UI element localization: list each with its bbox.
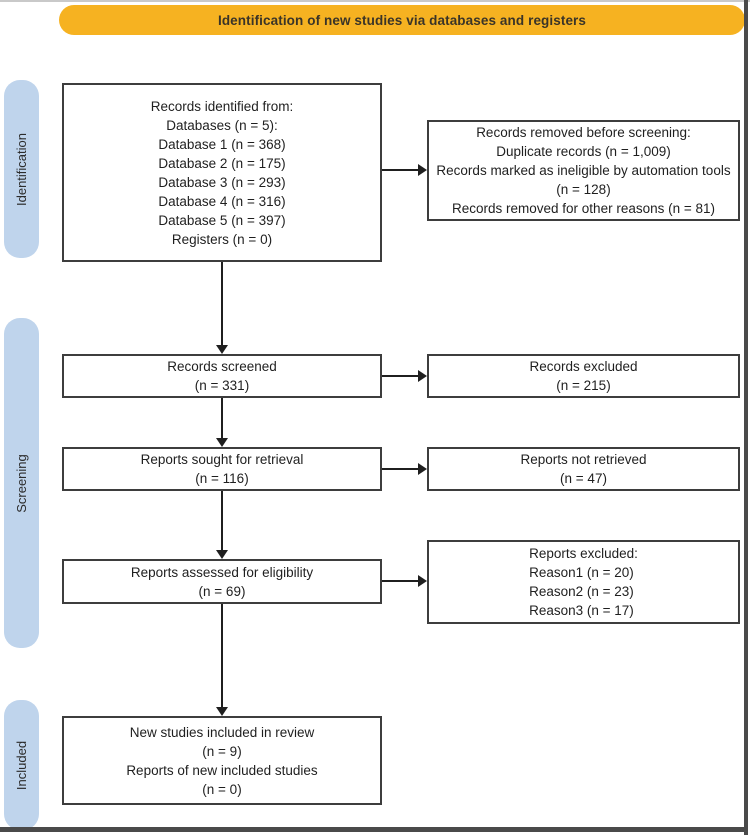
box-records-identified: Records identified from: Databases (n = 5…: [62, 83, 382, 262]
arrowhead-down-icon: [216, 438, 228, 447]
arrowhead-right-icon: [418, 370, 427, 382]
text-line: Reports assessed for eligibility: [130, 564, 314, 580]
stage-label-screening: Screening: [4, 318, 39, 648]
arrowhead-right-icon: [418, 463, 427, 475]
diagram-title-banner: Identification of new studies via databa…: [59, 5, 745, 35]
stage-label-included: Included: [4, 700, 39, 830]
text-line: Reason2 (n = 23): [529, 584, 634, 599]
text-line: Records screened: [167, 359, 277, 374]
connector-sought-to-assessed: [221, 491, 223, 551]
arrowhead-right-icon: [418, 575, 427, 587]
connector-assessed-to-reports-excluded: [382, 580, 419, 582]
box-text: Reports assessed for eligibility (n = 69): [70, 563, 374, 601]
text-line: Records identified from:: [150, 98, 294, 114]
text-line: Reports of new included studies: [126, 762, 318, 778]
connector-screened-to-sought: [221, 398, 223, 439]
text-line: Records marked as ineligible by automati…: [436, 163, 731, 197]
text-line: Reports sought for retrieval: [140, 452, 304, 467]
box-reports-assessed-for-eligibility: Reports assessed for eligibility (n = 69): [62, 559, 382, 604]
text-line: Reason3 (n = 17): [529, 603, 634, 618]
stage-label-identification: Identification: [4, 80, 39, 258]
text-line: Records removed before screening:: [476, 125, 691, 140]
text-line: Database 5 (n = 397): [158, 212, 286, 228]
text-line: (n = 215): [556, 378, 611, 393]
connector-screened-to-excluded: [382, 375, 419, 377]
connector-identified-to-screened: [221, 262, 223, 346]
box-new-studies-included: New studies included in review (n = 9) Rep…: [62, 716, 382, 805]
text-line: Databases (n = 5):: [166, 117, 278, 133]
text-line: (n = 69): [198, 583, 246, 599]
text-line: Records excluded: [529, 359, 638, 374]
text-line: New studies included in review: [129, 724, 315, 740]
connector-assessed-to-included: [221, 604, 223, 708]
diagram-title: Identification of new studies via databa…: [217, 12, 587, 28]
text-line: Database 4 (n = 316): [158, 193, 286, 209]
text-line: Records removed for other reasons (n = 8…: [452, 201, 715, 216]
box-reports-not-retrieved: Reports not retrieved (n = 47): [427, 447, 740, 491]
box-reports-excluded: Reports excluded: Reason1 (n = 20) Reason2…: [427, 540, 740, 624]
page-bottom-edge: [0, 827, 748, 832]
box-text: Records identified from: Databases (n = 5…: [70, 97, 374, 249]
box-text: New studies included in review (n = 9) Rep…: [70, 723, 374, 799]
text-line: (n = 9): [202, 743, 242, 759]
stage-label-text: Identification: [14, 132, 29, 206]
page-top-edge: [0, 0, 750, 2]
text-line: (n = 116): [195, 471, 249, 486]
box-records-removed-before-screening: Records removed before screening: Duplica…: [427, 120, 740, 221]
box-text: Records removed before screening: Duplica…: [435, 123, 732, 218]
connector-sought-to-not-retrieved: [382, 468, 419, 470]
text-line: Registers (n = 0): [171, 231, 273, 247]
text-line: Duplicate records (n = 1,009): [496, 144, 671, 159]
text-line: (n = 331): [194, 378, 250, 393]
box-records-excluded: Records excluded (n = 215): [427, 354, 740, 398]
box-text: Reports not retrieved (n = 47): [435, 450, 732, 488]
arrowhead-down-icon: [216, 550, 228, 559]
text-line: Reason1 (n = 20): [529, 565, 634, 580]
text-line: Reports not retrieved: [520, 452, 647, 467]
arrowhead-right-icon: [418, 164, 427, 176]
stage-label-text: Screening: [14, 453, 30, 513]
text-line: Database 3 (n = 293): [158, 174, 286, 190]
connector-identified-to-removed: [382, 169, 419, 171]
text-line: (n = 0): [202, 781, 242, 797]
arrowhead-down-icon: [216, 345, 228, 354]
box-text: Reports sought for retrieval (n = 116): [70, 450, 374, 488]
text-line: Database 2 (n = 175): [158, 155, 286, 171]
box-text: Records excluded (n = 215): [435, 357, 732, 395]
box-records-screened: Records screened (n = 331): [62, 354, 382, 398]
text-line: Database 1 (n = 368): [158, 136, 286, 152]
stage-label-text: Included: [14, 740, 29, 790]
text-line: Reports excluded:: [529, 546, 638, 561]
text-line: (n = 47): [560, 471, 607, 486]
arrowhead-down-icon: [216, 707, 228, 716]
box-reports-sought-for-retrieval: Reports sought for retrieval (n = 116): [62, 447, 382, 491]
box-text: Records screened (n = 331): [70, 357, 374, 395]
page-right-edge: [744, 0, 748, 835]
box-text: Reports excluded: Reason1 (n = 20) Reason2…: [529, 544, 638, 620]
